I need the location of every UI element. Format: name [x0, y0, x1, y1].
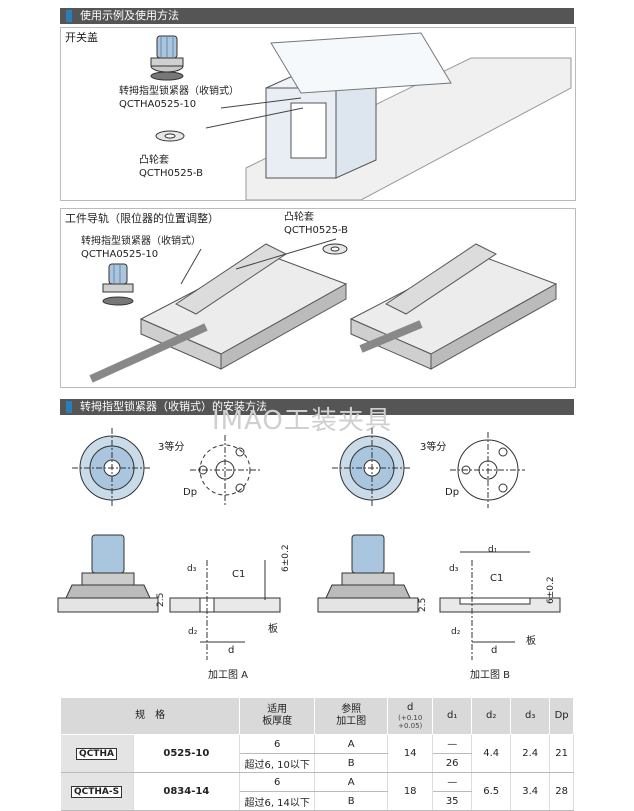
three-equal-label-a: 3等分: [158, 442, 185, 453]
col-d: d (+0.10 +0.05): [387, 697, 434, 735]
h25-label-a: 2.5: [156, 592, 166, 607]
d1-cell: —: [432, 734, 473, 754]
table-row: QCTHA-S 0834-14 6 A 18 — 6.5 3.4 28: [60, 772, 574, 811]
d2-label-a: d₂: [188, 627, 198, 637]
col-d-tolerance: (+0.10 +0.05): [398, 714, 423, 730]
thickness-cell: 超过6, 10以下: [239, 753, 316, 773]
dp-cell: 28: [549, 772, 574, 811]
col-spec: 规 格: [59, 697, 241, 735]
dp-label-b: Dp: [445, 487, 460, 498]
ref-cell: A: [314, 772, 389, 792]
d1-label-b: d₁: [488, 545, 498, 555]
section1-title: 使用示例及使用方法: [80, 9, 179, 22]
rail-illustration: [89, 238, 558, 383]
d1-cell: —: [432, 772, 473, 792]
panel2-part1-name: 转拇指型锁紧器（收销式）: [81, 236, 201, 247]
watermark: IMAO工装夹具: [212, 406, 392, 436]
panel2-part1-code: QCTHA0525-10: [81, 249, 159, 260]
top-view-b: [332, 428, 412, 508]
top-view-a: [72, 428, 152, 508]
d1-cell: 26: [432, 753, 473, 773]
rail-drawing-right: [349, 243, 558, 370]
plate-label-b: 板: [526, 636, 536, 647]
d-label-a: d: [228, 645, 235, 656]
hole-view-a: [190, 435, 260, 505]
cover-frame-drawing: [205, 32, 572, 200]
thickness-cell: 6: [239, 734, 316, 754]
h25-label-b: 2.5: [418, 597, 428, 612]
side-view-b: [317, 534, 419, 613]
col-d-label: d: [407, 702, 414, 713]
d-cell: 18: [387, 772, 434, 811]
panel1-part2-name: 凸轮套: [139, 155, 169, 166]
col-thickness: 适用 板厚度: [239, 697, 316, 735]
col-d2: d₂: [471, 697, 512, 735]
d3-label-b: d₃: [449, 564, 459, 574]
plate-label-a: 板: [268, 624, 278, 635]
d3-cell: 2.4: [510, 734, 551, 773]
spec-table: 规 格 适用 板厚度 参照 加工图 d (+0.10 +0.05) d₁ d₂ …: [59, 697, 574, 811]
d2-cell: 4.4: [471, 734, 512, 773]
section1-header: 使用示例及使用方法: [60, 8, 574, 24]
thickness-cell: 6: [239, 772, 316, 792]
h62-label-b: 6±0.2: [546, 576, 556, 604]
thumb-lock-icon: [150, 35, 184, 81]
d1-cell: 35: [432, 791, 473, 811]
c1-label-b: C1: [490, 573, 504, 584]
c1-label-a: C1: [232, 569, 246, 580]
col-d1: d₁: [432, 697, 473, 735]
thickness-cell: 超过6, 14以下: [239, 791, 316, 811]
caption-b: 加工图 B: [470, 670, 511, 681]
panel1-label: 开关盖: [65, 31, 98, 44]
installation-drawings: [57, 428, 561, 660]
col-ref: 参照 加工图: [314, 697, 389, 735]
cam-sleeve-icon: [322, 243, 348, 255]
thumb-lock-icon: [102, 263, 134, 306]
d3-label-a: d₃: [187, 564, 197, 574]
table-row: QCTHA 0525-10 6 A 14 — 4.4 2.4 21: [60, 734, 574, 773]
model-cell: QCTHA-S: [60, 772, 134, 811]
header-marker: [66, 10, 72, 22]
ref-cell: A: [314, 734, 389, 754]
panel2-part2-code: QCTH0525-B: [284, 225, 349, 236]
size-cell: 0834-14: [133, 772, 241, 811]
three-equal-label-b: 3等分: [420, 442, 447, 453]
rail-drawing-left: [89, 243, 348, 383]
panel1-part1-code: QCTHA0525-10: [119, 99, 197, 110]
col-dp: Dp: [549, 697, 574, 735]
cover-illustration: [150, 32, 572, 200]
model-label: QCTHA-S: [70, 785, 123, 798]
table-row: 超过6, 10以下 B 26: [61, 753, 574, 773]
panel1-part1-name: 转拇指型锁紧器（收销式）: [119, 86, 239, 97]
usage-panel-cover: 开关盖 转拇指型锁紧器（收销式） QCTHA0525: [60, 27, 576, 201]
section2-header: 转拇指型锁紧器（收销式）的安装方法: [60, 399, 574, 415]
ref-cell: B: [314, 753, 389, 773]
model-cell: QCTHA: [60, 734, 134, 773]
d-cell: 14: [387, 734, 434, 773]
caption-a: 加工图 A: [208, 670, 249, 681]
section-drawing-b: [439, 551, 561, 660]
header-marker: [66, 401, 72, 413]
panel2-part2-name: 凸轮套: [284, 212, 314, 223]
usage-panel-rail: 工件导轨（限位器的位置调整） 转拇指型锁紧器（: [60, 208, 576, 388]
col-d3: d₃: [510, 697, 551, 735]
ref-cell: B: [314, 791, 389, 811]
section2-title: 转拇指型锁紧器（收销式）的安装方法: [80, 400, 267, 413]
model-label: QCTHA: [76, 747, 117, 760]
d3-cell: 3.4: [510, 772, 551, 811]
table-header-row: 规 格 适用 板厚度 参照 加工图 d (+0.10 +0.05) d₁ d₂ …: [59, 697, 574, 735]
h62-label-a: 6±0.2: [281, 544, 291, 572]
dp-cell: 21: [549, 734, 574, 773]
size-cell: 0525-10: [133, 734, 241, 773]
d2-cell: 6.5: [471, 772, 512, 811]
d-label-b: d: [491, 645, 498, 656]
hole-view-b: [450, 432, 525, 508]
side-view-a: [57, 534, 159, 613]
section-drawing-a: [169, 560, 281, 660]
panel2-label: 工件导轨（限位器的位置调整）: [65, 212, 219, 225]
panel1-part2-code: QCTH0525-B: [139, 168, 204, 179]
dp-label-a: Dp: [183, 487, 198, 498]
cam-sleeve-icon: [155, 130, 185, 142]
d2-label-b: d₂: [451, 627, 461, 637]
